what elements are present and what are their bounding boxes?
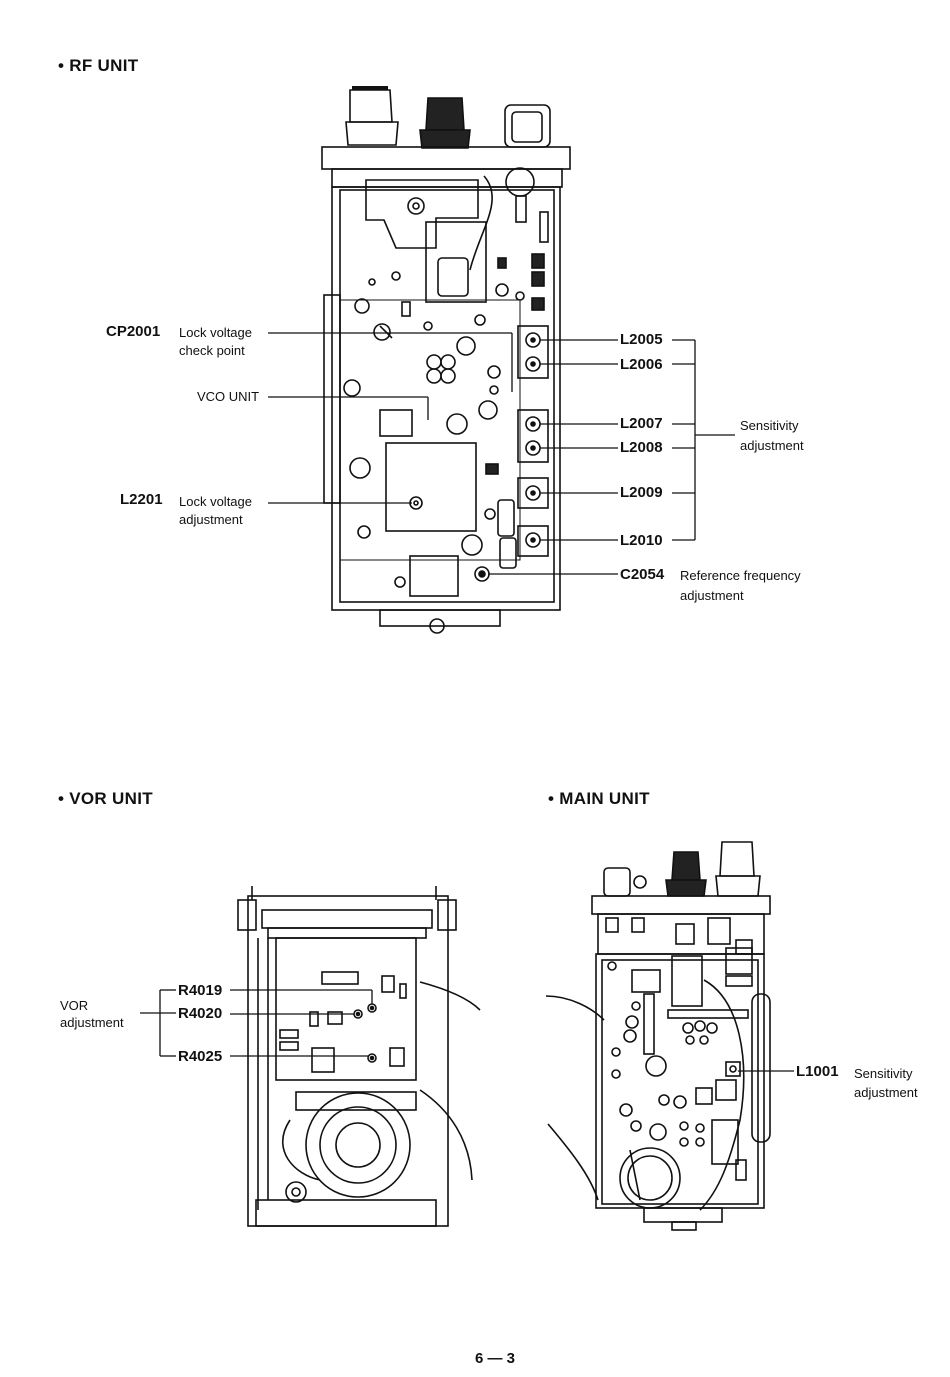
l1001-label: L1001: [796, 1063, 839, 1080]
page-number: 6 — 3: [475, 1350, 515, 1367]
l1001-desc-1: Sensitivity: [854, 1064, 913, 1083]
l1001-desc-2: adjustment: [854, 1083, 918, 1102]
